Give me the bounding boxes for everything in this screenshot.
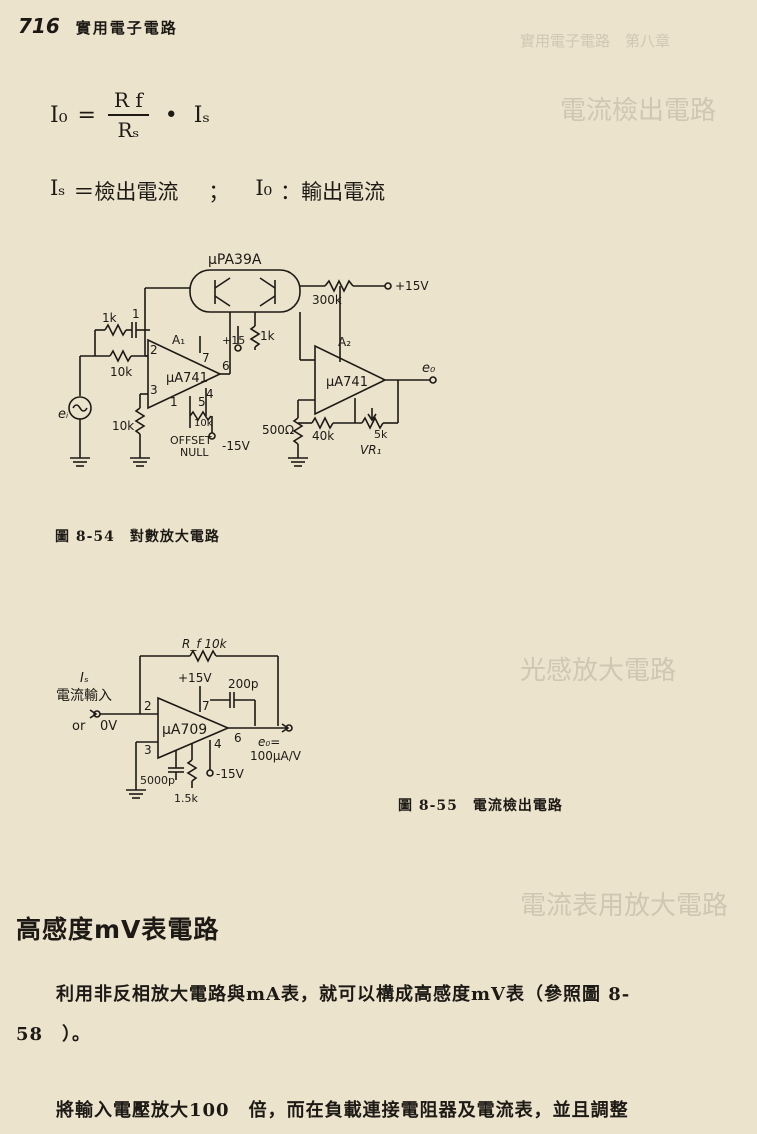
label-a1-pin1: 1	[170, 395, 178, 409]
section-title: 高感度mV表電路	[16, 915, 220, 944]
label-a1-pin2: 2	[150, 343, 158, 357]
page-number: 716	[18, 14, 60, 38]
formula-numerator: R f	[107, 88, 149, 116]
bleed-text: 電流表用放大電路	[520, 891, 729, 921]
label-c1: 1	[132, 307, 140, 321]
definitions: Iₛ ＝檢出電流 ； I₀ ：輸出電流	[50, 176, 385, 206]
def-right-symbol: I₀	[255, 176, 273, 200]
label-5000p: 5000p	[140, 774, 175, 787]
bleed-text: 光感放大電路	[520, 656, 677, 686]
label-1k-vertical: 1k	[260, 329, 275, 343]
label-offset: OFFSET	[170, 434, 212, 447]
label-a1-pin3: 3	[150, 383, 158, 397]
label-0v: 0V	[100, 719, 117, 734]
label-pin3: 3	[144, 743, 152, 757]
label-5k: 5k	[374, 428, 388, 441]
label-rf: R_f 10k	[182, 637, 228, 651]
label-null: NULL	[180, 446, 209, 459]
label-ic-top: μPA39A	[208, 252, 262, 268]
label-pin6: 6	[234, 731, 242, 745]
label-minus15: -15V	[222, 439, 251, 453]
label-a1-pin6: 6	[222, 359, 230, 373]
label-40k: 40k	[312, 429, 334, 443]
label-vr1: VR₁	[360, 443, 382, 457]
bleed-text: 實用電子電路 第八章	[520, 32, 671, 50]
label-plus15: +15V	[395, 279, 429, 293]
page-header: 716 實用電子電路	[18, 14, 178, 38]
label-300k: 300k	[312, 293, 342, 307]
bleed-text: 電流檢出電路	[560, 96, 717, 126]
formula-fraction: R f Rₛ	[107, 88, 149, 142]
formula-lhs: I₀	[50, 102, 68, 128]
label-or: or	[72, 719, 86, 734]
formula-eq: =	[77, 102, 96, 128]
def-left-symbol: Iₛ	[50, 176, 66, 200]
label-1-5k: 1.5k	[174, 792, 198, 805]
label-a1-pin7: 7	[202, 351, 210, 365]
label-ic1: μA741	[166, 371, 208, 386]
label-minus15: -15V	[216, 767, 245, 781]
label-a2: A₂	[338, 335, 351, 349]
label-200p: 200p	[228, 677, 259, 691]
label-10k-offset: 10k	[194, 418, 213, 429]
def-left-text: ＝檢出電流	[73, 180, 179, 204]
label-scale: 100μA/V	[250, 749, 302, 763]
label-plus15-vertical: +15	[222, 334, 245, 347]
label-500ohm: 500Ω	[262, 423, 294, 437]
label-eo: e₀=	[258, 735, 280, 749]
figure-caption-8-54: 圖 8-54 對數放大電路	[55, 529, 220, 545]
label-a1-pin4: 4	[206, 387, 214, 401]
formula: I₀ = R f Rₛ • Iₛ	[50, 88, 210, 142]
def-right-text: ：輸出電流	[280, 180, 386, 204]
label-pin2: 2	[144, 699, 152, 713]
label-1k: 1k	[102, 311, 117, 325]
formula-dot: •	[164, 102, 178, 128]
label-current-input: 電流輸入	[56, 688, 112, 704]
label-ic: μA709	[162, 722, 207, 738]
label-ei: eᵢ	[58, 407, 69, 422]
figure-caption-8-55: 圖 8-55 電流檢出電路	[398, 798, 563, 814]
label-eo: e₀	[422, 361, 436, 376]
current-detector-schematic: R_f 10k +15V 200p Iₛ 電流輸入 or 0V 2 3 7 6 …	[56, 637, 302, 805]
label-pin4: 4	[214, 737, 222, 751]
paragraph-line: 將輸入電壓放大100 倍，而在負載連接電阻器及電流表，並且調整	[56, 1100, 629, 1121]
label-is: Iₛ	[80, 671, 89, 686]
label-a1-pin5: 5	[198, 395, 206, 409]
paragraph-line: 58 ）。	[16, 1024, 92, 1045]
formula-rhs: Iₛ	[193, 102, 210, 128]
formula-denominator: Rₛ	[117, 118, 140, 142]
label-10k-ground: 10k	[112, 419, 134, 433]
paragraph-line: 利用非反相放大電路與mA表，就可以構成高感度mV表（參照圖 8-	[56, 984, 631, 1005]
label-a1: A₁	[172, 333, 185, 347]
book-title: 實用電子電路	[75, 19, 178, 37]
label-ic2: μA741	[326, 375, 368, 390]
label-10k: 10k	[110, 365, 132, 379]
label-plus15: +15V	[178, 671, 212, 685]
def-separator: ；	[208, 180, 230, 204]
label-pin7: 7	[202, 699, 210, 713]
log-amplifier-schematic: μPA39A 300k +15V 1k 1 10k A₁ μA741 2 3 7…	[58, 252, 437, 467]
